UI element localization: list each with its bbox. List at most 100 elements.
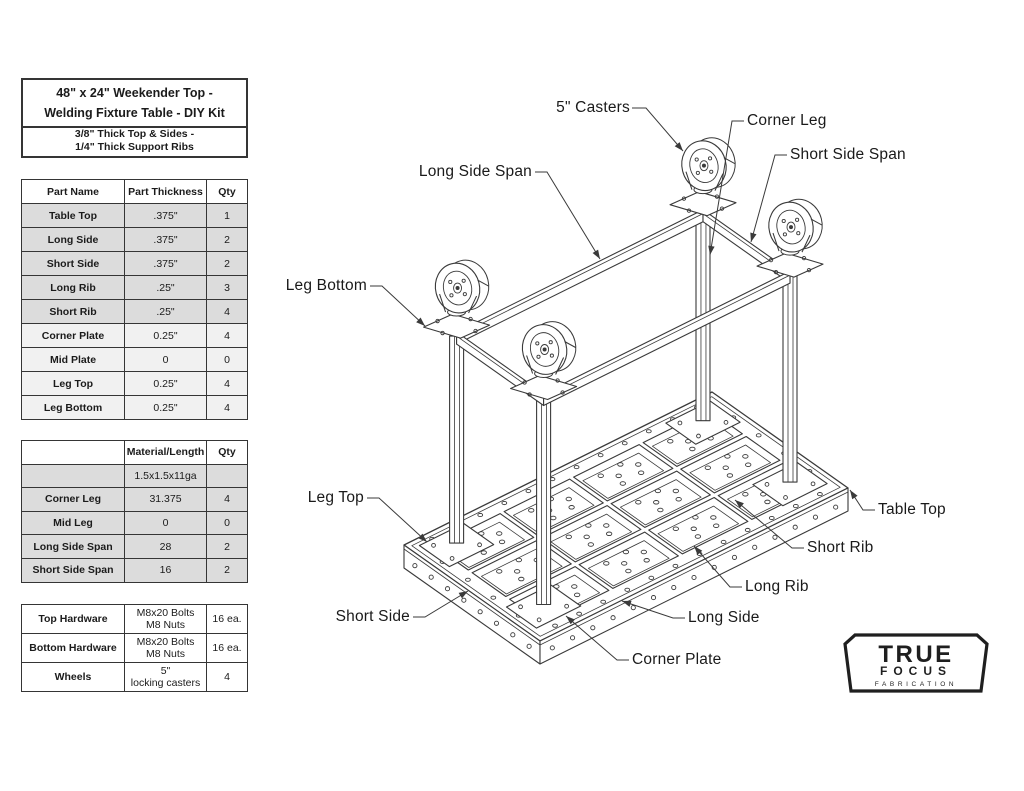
- cell-part-name: Leg Bottom: [21, 395, 125, 420]
- leader-leg-top: [367, 497, 428, 543]
- label-leg-top: Leg Top: [307, 489, 364, 506]
- table-row: 1.5x1.5x11ga: [21, 463, 248, 489]
- hardware-line1: 5": [160, 664, 171, 677]
- sheet-subtitle: 3/8" Thick Top & Sides - 1/4" Thick Supp…: [23, 128, 246, 154]
- cell-thickness: .25": [124, 299, 207, 324]
- cell-qty: 2: [206, 251, 248, 276]
- hardware-line2: M8 Nuts: [145, 619, 186, 631]
- cell-qty: 4: [206, 323, 248, 348]
- cell-part-name: Long Side: [21, 227, 125, 252]
- hardware-table: Top Hardware M8x20 Bolts M8 Nuts 16 ea. …: [21, 604, 248, 692]
- table-row: Mid Plate 0 0: [21, 347, 248, 372]
- table-row: Top Hardware M8x20 Bolts M8 Nuts 16 ea.: [21, 604, 248, 634]
- table-row: Long Side Span 28 2: [21, 534, 248, 559]
- hardware-line1: M8x20 Bolts: [136, 606, 195, 619]
- table-row: Corner Plate 0.25" 4: [21, 323, 248, 348]
- cell-part-name: Mid Plate: [21, 347, 125, 372]
- side-span-frame-drawing: [456, 209, 791, 407]
- cell-qty: 16 ea.: [206, 604, 248, 634]
- cell-material: 1.5x1.5x11ga: [124, 463, 207, 489]
- cell-qty: 4: [206, 487, 248, 512]
- cell-qty: 0: [206, 510, 248, 536]
- cell-material: 0: [124, 510, 207, 536]
- cell-part-name: Wheels: [21, 662, 125, 692]
- cell-qty: 16 ea.: [206, 633, 248, 663]
- logo-word-fabrication: FABRICATION: [875, 681, 957, 688]
- hardware-line1: M8x20 Bolts: [136, 635, 195, 648]
- cell-qty: 0: [206, 347, 248, 372]
- table-row: Long Rib .25" 3: [21, 275, 248, 300]
- logo-word-true: TRUE: [878, 641, 953, 668]
- table-row: Short Side Span 16 2: [21, 557, 248, 583]
- logo-word-focus: FOCUS: [880, 664, 952, 678]
- header-part-thickness: Part Thickness: [124, 179, 207, 204]
- table-row: Corner Leg 31.375 4: [21, 487, 248, 512]
- corner-leg-drawing-4: [536, 396, 552, 606]
- table-row: Leg Bottom 0.25" 4: [21, 395, 248, 420]
- label-corner-plate: Corner Plate: [632, 651, 722, 668]
- cell-qty: 4: [206, 662, 248, 692]
- parts-table-header: Part Name Part Thickness Qty: [21, 179, 248, 204]
- cell-thickness: .375": [124, 227, 207, 252]
- leader-leg-bottom: [370, 285, 426, 327]
- cell-part-name: Long Side Span: [21, 534, 125, 559]
- header-blank: [21, 440, 125, 465]
- table-top-drawing: [403, 391, 849, 665]
- label-five-casters: 5" Casters: [556, 99, 630, 116]
- cell-hardware: M8x20 Bolts M8 Nuts: [124, 633, 207, 663]
- cell-part-name: Corner Leg: [21, 487, 125, 512]
- sheet-title-line1: 48" x 24" Weekender Top -: [56, 86, 213, 100]
- cell-qty: 4: [206, 299, 248, 324]
- cell-hardware: M8x20 Bolts M8 Nuts: [124, 604, 207, 634]
- sheet-subtitle-line2: 1/4" Thick Support Ribs: [75, 141, 194, 153]
- leader-long-side: [621, 600, 685, 619]
- label-table-top: Table Top: [878, 501, 946, 518]
- leader-long-rib: [693, 545, 742, 588]
- table-row: Mid Leg 0 0: [21, 510, 248, 536]
- materials-table-header: Material/Length Qty: [21, 440, 248, 465]
- header-part-name: Part Name: [21, 179, 125, 204]
- cell-qty: 1: [206, 203, 248, 228]
- header-material-length: Material/Length: [124, 440, 207, 465]
- cell-material: 31.375: [124, 487, 207, 512]
- cell-material: 28: [124, 534, 207, 559]
- cell-part-name: Short Side: [21, 251, 125, 276]
- table-row: Bottom Hardware M8x20 Bolts M8 Nuts 16 e…: [21, 633, 248, 663]
- cell-material: 16: [124, 557, 207, 583]
- leader-short-side: [413, 590, 469, 618]
- label-short-side: Short Side: [335, 608, 410, 625]
- table-row: Wheels 5" locking casters 4: [21, 662, 248, 692]
- label-leg-bottom: Leg Bottom: [285, 277, 367, 294]
- corner-plate-drawing-2: [665, 400, 741, 445]
- materials-table: Material/Length Qty 1.5x1.5x11ga Corner …: [21, 440, 248, 583]
- cell-part-name: Short Side Span: [21, 557, 125, 583]
- logo-border: [843, 633, 989, 693]
- sheet-title: 48" x 24" Weekender Top - Welding Fixtur…: [23, 80, 246, 128]
- cell-thickness: .25": [124, 275, 207, 300]
- table-row: Short Side .375" 2: [21, 251, 248, 276]
- cell-thickness: 0: [124, 347, 207, 372]
- caster-drawing-3: [756, 198, 824, 278]
- caster-drawing-1: [423, 259, 491, 339]
- leader-corner-plate: [565, 615, 629, 661]
- sheet-subtitle-line1: 3/8" Thick Top & Sides -: [74, 127, 195, 140]
- label-long-side-span: Long Side Span: [418, 163, 532, 180]
- parts-table: Part Name Part Thickness Qty Table Top .…: [21, 179, 248, 420]
- cell-thickness: .375": [124, 203, 207, 228]
- table-row: Table Top .375" 1: [21, 203, 248, 228]
- label-short-rib: Short Rib: [807, 539, 874, 556]
- cell-thickness: 0.25": [124, 395, 207, 420]
- cell-thickness: .375": [124, 251, 207, 276]
- cell-part-name: Bottom Hardware: [21, 633, 125, 663]
- leader-short-rib: [734, 499, 804, 549]
- label-short-side-span: Short Side Span: [790, 146, 906, 163]
- leader-long-side-span: [535, 171, 601, 260]
- corner-leg-drawing-1: [449, 335, 465, 544]
- leader-five-casters: [632, 107, 684, 152]
- leader-table-top: [849, 489, 875, 511]
- cell-qty: 4: [206, 395, 248, 420]
- cell-part-name: Leg Top: [21, 371, 125, 396]
- table-row: Long Side .375" 2: [21, 227, 248, 252]
- hardware-line2: locking casters: [130, 677, 201, 689]
